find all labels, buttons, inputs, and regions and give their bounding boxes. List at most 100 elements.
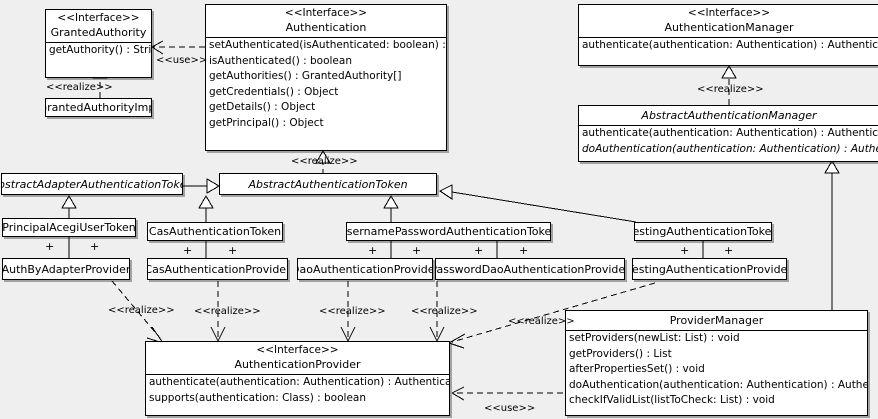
operation-row: doAuthentication(authentication: Authent… — [569, 378, 868, 391]
arrowhead-realize-testingprovider — [447, 333, 466, 349]
assoc-marker-plus: + — [368, 244, 378, 257]
class-provider-manager[interactable]: ProviderManager setProviders(newList: Li… — [565, 310, 868, 416]
class-name: AbstractAdapterAuthenticationToken — [2, 177, 182, 191]
class-name: AuthenticationManager — [664, 21, 794, 34]
operation-row: doAuthentication(authentication: Authent… — [582, 142, 878, 155]
triangle-gen-abstracttoken-left — [206, 178, 220, 194]
operation-row: getAuthorities() : GrantedAuthority[] — [209, 70, 402, 83]
label-realize-password-dao: <<realize>> — [411, 306, 478, 317]
class-name: Authentication — [285, 21, 367, 34]
operations-compartment: setAuthenticated(isAuthenticated: boolea… — [206, 38, 446, 132]
class-name: CasAuthenticationToken — [148, 225, 282, 238]
assoc-marker-plus: + — [724, 244, 734, 257]
class-authentication[interactable]: <<Interface>> Authentication setAuthenti… — [205, 4, 447, 151]
class-username-password-authentication-token[interactable]: UsernamePasswordAuthenticationToken — [346, 222, 551, 241]
compartment-divider — [579, 125, 878, 126]
class-name: AbstractAuthenticationToken — [248, 177, 408, 191]
realize-testingprovider — [451, 282, 656, 343]
class-granted-authority[interactable]: <<Interface>> GrantedAuthority getAuthor… — [45, 9, 152, 78]
class-name: PrincipalAcegiUserToken — [2, 221, 136, 234]
operations-compartment: setProviders(newList: List) : void getPr… — [566, 331, 867, 409]
stereotype-label: <<Interface>> — [256, 344, 339, 356]
operations-compartment: authenticate(authentication: Authenticat… — [579, 38, 878, 54]
operation-row: getAuthority() : String — [49, 44, 152, 56]
class-name: CasAuthenticationProvider — [147, 262, 288, 276]
operation-row: authenticate(authentication: Authenticat… — [149, 376, 450, 388]
assoc-marker-plus: + — [412, 244, 422, 257]
triangle-gen-abstractauthmanager — [824, 160, 840, 174]
operation-row: getProviders() : List — [569, 347, 672, 360]
class-dao-authentication-provider[interactable]: DaoAuthenticationProvider — [297, 258, 433, 280]
class-header: <<Interface>> Authentication — [206, 5, 446, 37]
assoc-marker-plus: + — [90, 240, 100, 253]
stereotype-label: <<Interface>> — [57, 12, 140, 24]
operations-compartment: getAuthority() : String — [46, 43, 151, 59]
class-name: DaoAuthenticationProvider — [297, 262, 433, 276]
compartment-divider — [206, 37, 446, 38]
operation-row: getPrincipal() : Object — [209, 116, 324, 129]
class-name: AuthByAdapterProvider — [2, 262, 130, 276]
arrowhead-use-bottom — [451, 386, 465, 401]
class-authentication-manager[interactable]: <<Interface>> AuthenticationManager auth… — [578, 4, 878, 66]
assoc-marker-plus: + — [519, 244, 529, 257]
arrowhead-use-top — [151, 40, 164, 55]
class-abstract-authentication-token[interactable]: AbstractAuthenticationToken — [219, 173, 437, 195]
class-cas-authentication-token[interactable]: CasAuthenticationToken — [147, 222, 283, 241]
class-name: AuthenticationProvider — [234, 358, 361, 371]
label-realize-auth-manager: <<realize>> — [697, 84, 764, 95]
class-testing-authentication-provider[interactable]: TestingAuthenticationProvider — [632, 258, 787, 280]
assoc-marker-plus: + — [680, 244, 690, 257]
class-header: ProviderManager — [566, 311, 867, 330]
triangle-gen-adaptertoken — [61, 195, 77, 209]
operations-compartment: authenticate(authentication: Authenticat… — [579, 126, 878, 157]
operation-row: getDetails() : Object — [209, 101, 316, 114]
triangle-gen-abstracttoken-testing — [439, 184, 453, 200]
class-abstract-adapter-authentication-token[interactable]: AbstractAdapterAuthenticationToken — [1, 173, 183, 195]
label-realize-cas: <<realize>> — [194, 306, 261, 317]
label-use-top: <<use>> — [156, 55, 208, 66]
gen-testingtoken — [451, 191, 637, 223]
triangle-gen-abstracttoken-cas — [198, 195, 214, 209]
class-authentication-provider[interactable]: <<Interface>> AuthenticationProvider aut… — [145, 341, 450, 416]
label-realize-authentication: <<realize>> — [291, 156, 358, 167]
class-auth-by-adapter-provider[interactable]: AuthByAdapterProvider — [2, 258, 130, 280]
operation-row: setProviders(newList: List) : void — [569, 332, 740, 344]
assoc-marker-plus: + — [228, 244, 238, 257]
class-testing-authentication-token[interactable]: TestingAuthenticationToken — [634, 222, 772, 241]
stereotype-label: <<Interface>> — [687, 7, 771, 19]
class-header: <<Interface>> GrantedAuthority — [46, 10, 151, 42]
triangle-realize-authmanager — [721, 65, 737, 79]
class-name: AbstractAuthenticationManager — [641, 109, 817, 122]
class-header: <<Interface>> AuthenticationProvider — [146, 342, 449, 374]
compartment-divider — [46, 42, 151, 43]
class-name: PasswordDaoAuthenticationProvider — [435, 262, 625, 276]
compartment-divider — [579, 37, 878, 38]
operation-row: isAuthenticated() : boolean — [209, 54, 352, 67]
assoc-marker-plus: + — [45, 240, 55, 253]
stereotype-label: <<Interface>> — [284, 7, 368, 19]
operation-row: setAuthenticated(isAuthenticated: boolea… — [209, 39, 447, 51]
label-realize-dao: <<realize>> — [319, 306, 386, 317]
class-name: UsernamePasswordAuthenticationToken — [346, 225, 551, 238]
operation-row: supports(authentication: Class) : boolea… — [149, 391, 366, 404]
label-realize-granted-authority: <<realize>> — [46, 82, 113, 93]
class-granted-authority-impl[interactable]: GrantedAuthorityImpl — [45, 98, 152, 117]
class-cas-authentication-provider[interactable]: CasAuthenticationProvider — [147, 258, 288, 280]
operation-row: authenticate(authentication: Authenticat… — [582, 39, 878, 51]
operation-row: authenticate(authentication: Authenticat… — [582, 127, 878, 139]
class-name: TestingAuthenticationProvider — [632, 262, 787, 276]
class-password-dao-authentication-provider[interactable]: PasswordDaoAuthenticationProvider — [435, 258, 625, 280]
triangle-realize-authentication — [315, 150, 331, 164]
operation-row: checkIfValidList(listToCheck: List) : vo… — [569, 394, 775, 407]
label-realize-auth-by-adapter: <<realize>> — [108, 305, 175, 316]
operations-compartment: authenticate(authentication: Authenticat… — [146, 375, 449, 406]
class-principal-acegi-user-token[interactable]: PrincipalAcegiUserToken — [2, 218, 136, 237]
class-header: <<Interface>> AuthenticationManager — [579, 5, 878, 37]
operation-row: afterPropertiesSet() : void — [569, 363, 705, 376]
operation-row: getCredentials() : Object — [209, 85, 339, 98]
class-abstract-authentication-manager[interactable]: AbstractAuthenticationManager authentica… — [578, 105, 878, 162]
class-header: AbstractAuthenticationManager — [579, 106, 878, 125]
realize-authbyadapter-provider — [111, 280, 161, 339]
